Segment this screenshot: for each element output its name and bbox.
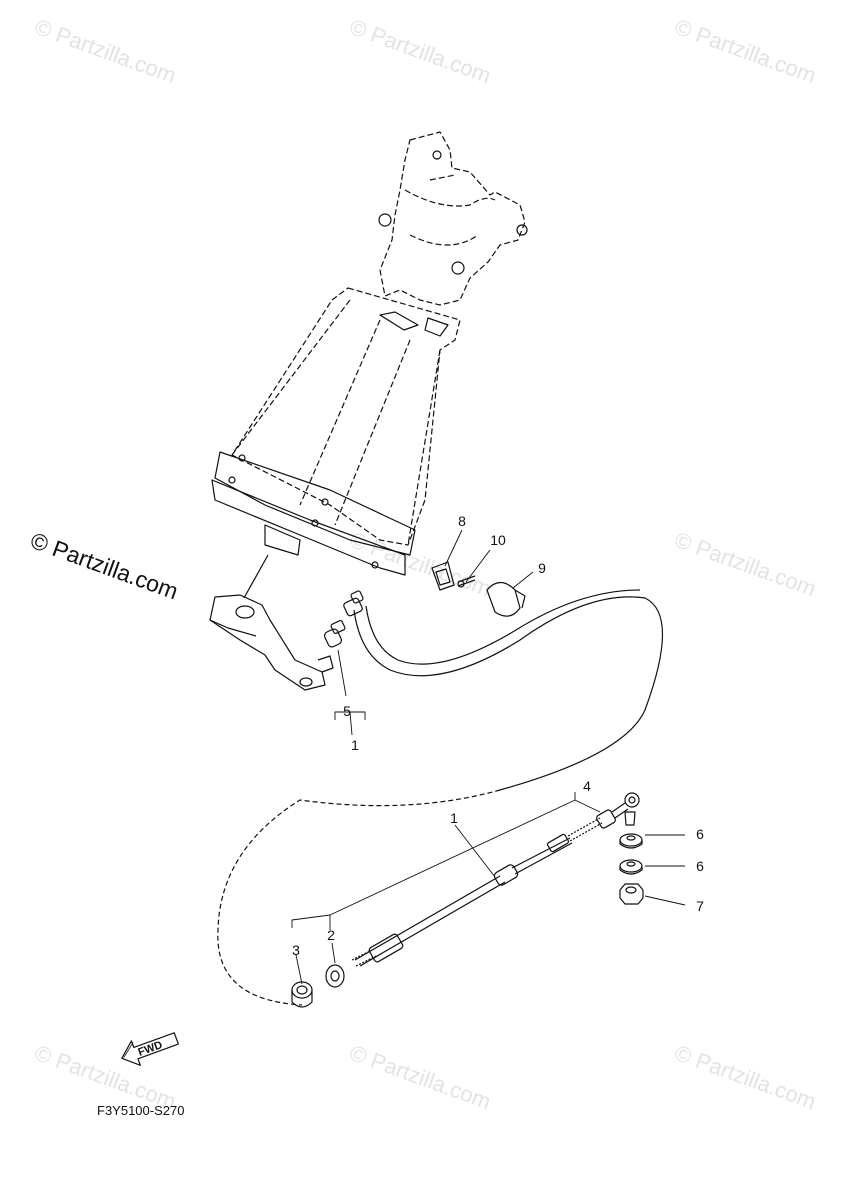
callout-8: 8 — [458, 513, 466, 529]
callout-6a: 6 — [696, 826, 704, 842]
nut-part-7 — [619, 883, 644, 905]
callout-10: 10 — [490, 532, 506, 548]
callout-2: 2 — [327, 927, 335, 943]
washer-part-6a — [619, 833, 643, 849]
cable-routing-path — [217, 789, 501, 1006]
leader-lines — [291, 529, 686, 985]
callout-3: 3 — [292, 942, 300, 958]
steering-cable-upper — [353, 596, 664, 791]
mounting-crossbar — [211, 451, 416, 576]
callout-6b: 6 — [696, 858, 704, 874]
washer-part-6b — [619, 859, 643, 875]
cable-joint-upper — [343, 590, 364, 617]
washer-part-2 — [325, 964, 345, 988]
cable-end-threaded — [351, 933, 404, 967]
fwd-label: FWD — [137, 1039, 165, 1059]
diagram-code: F3Y5100-S270 — [97, 1103, 185, 1118]
steering-cable-upper-parallel — [365, 589, 641, 665]
bolt-hole-3 — [451, 261, 465, 275]
housing-tab-right — [424, 317, 449, 337]
joint-part-5 — [323, 619, 346, 648]
bolt-hole-2 — [378, 213, 392, 227]
steering-lower-arm — [209, 554, 334, 691]
callout-5: 5 — [343, 703, 351, 719]
bolt-part-10 — [457, 575, 476, 588]
clip-part-8 — [431, 561, 455, 591]
fwd-arrow-icon — [121, 1032, 179, 1066]
callout-1-lower: 1 — [450, 810, 458, 826]
callout-7: 7 — [696, 898, 704, 914]
callout-9: 9 — [538, 560, 546, 576]
bolt-hole-1 — [432, 150, 442, 160]
housing-tab-left — [379, 311, 419, 331]
callout-4: 4 — [583, 778, 591, 794]
nut-part-3 — [291, 981, 313, 1008]
bracket-housing — [231, 287, 461, 546]
band-part-9 — [486, 581, 526, 617]
steering-cable-lower — [354, 817, 603, 967]
callout-1-upper: 1 — [351, 737, 359, 753]
bracket-top-yoke — [379, 131, 526, 306]
ball-joint-part-4 — [596, 792, 640, 829]
bolt-hole-4 — [516, 224, 528, 236]
